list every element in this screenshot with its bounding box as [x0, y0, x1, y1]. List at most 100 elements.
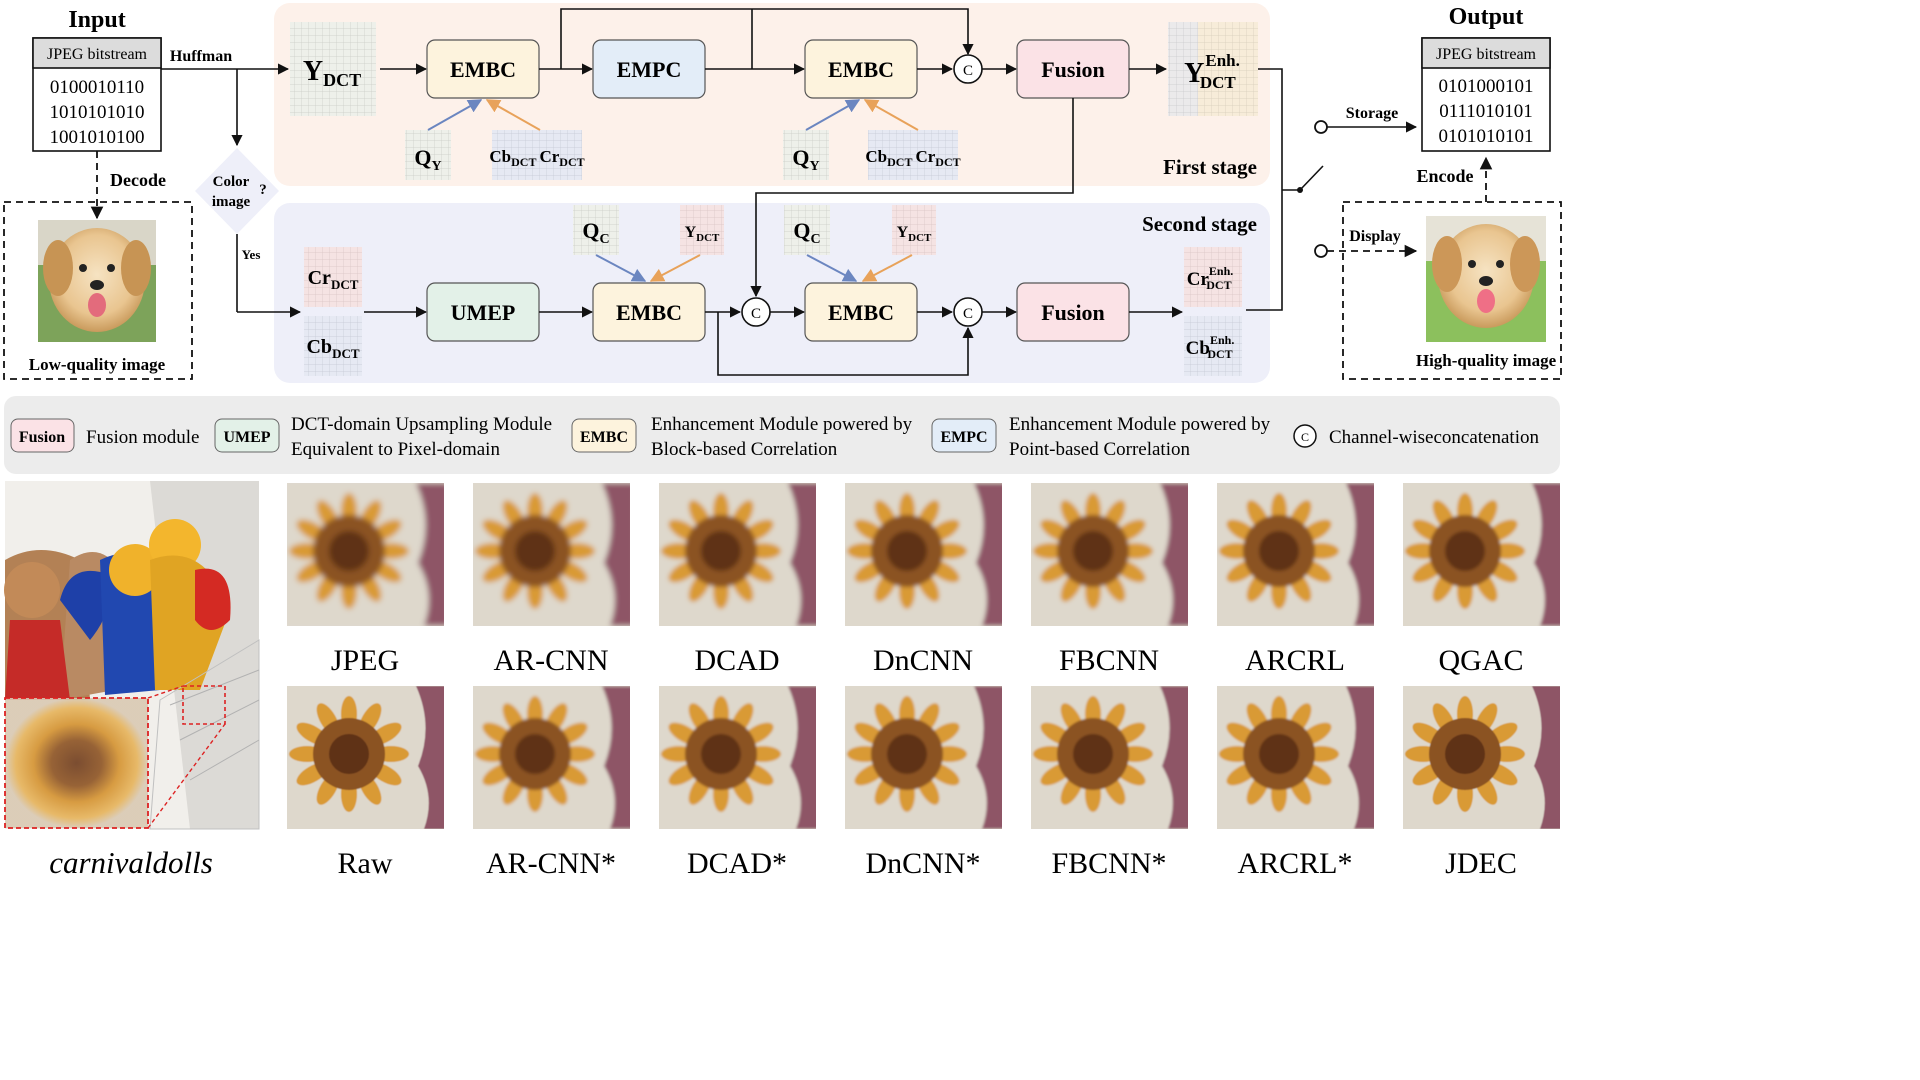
- pipeline-diagram: Input JPEG bitstream 0100010110 10101010…: [3, 3, 1562, 880]
- method-caption: AR-CNN: [493, 644, 608, 677]
- legend-embc-desc: Block-based Correlation: [651, 439, 838, 460]
- crop-dncnn: [845, 483, 1002, 626]
- method-caption: ARCRL*: [1237, 847, 1352, 880]
- crop-arcrl: [1217, 483, 1374, 626]
- embc-label: EMBC: [828, 300, 894, 325]
- empc-label: EMPC: [617, 57, 682, 82]
- concat-symbol: C: [963, 306, 973, 322]
- second-stage-label: Second stage: [1142, 212, 1257, 236]
- method-caption: DCAD: [694, 644, 779, 677]
- embc-label: EMBC: [828, 57, 894, 82]
- legend-embc-desc: Enhancement Module powered by: [651, 414, 913, 435]
- output-bits-line: 0101000101: [1439, 76, 1534, 97]
- carnivaldolls-image: [4, 481, 260, 830]
- qy-label: QY: [414, 145, 441, 174]
- crop-jdec: [1403, 686, 1560, 829]
- output-bits-line: 0111010101: [1439, 101, 1533, 122]
- legend-umep-desc: DCT-domain Upsampling Module: [291, 414, 552, 435]
- method-caption: DCAD*: [687, 847, 787, 880]
- method-caption: FBCNN: [1059, 644, 1159, 677]
- cr-dct-tensor: [304, 247, 362, 307]
- method-caption: FBCNN*: [1051, 847, 1166, 880]
- legend-fusion-swatch: [10, 418, 75, 453]
- input-bitstream-label: JPEG bitstream: [47, 46, 148, 63]
- input-bits-line: 1001010100: [50, 127, 145, 148]
- cbcr-tensor: [868, 130, 958, 180]
- concat-symbol: C: [963, 63, 973, 79]
- high-quality-label: High-quality image: [1416, 351, 1557, 370]
- crop-arcrl-: [1217, 686, 1374, 829]
- crop-fbcnn: [1031, 483, 1188, 626]
- method-caption: JDEC: [1445, 847, 1517, 880]
- ydct-small-tensor: [892, 205, 936, 255]
- qy-tensor: [783, 130, 829, 180]
- legend-empc-desc: Point-based Correlation: [1009, 439, 1190, 460]
- legend-fusion-desc: Fusion module: [86, 427, 199, 448]
- high-quality-frame: [1342, 201, 1562, 380]
- color-image-decision: [195, 148, 279, 234]
- crop-qgac: [1403, 483, 1560, 626]
- ydct-small-label: YDCT: [897, 224, 932, 244]
- input-bits-line: 1010101010: [50, 102, 145, 123]
- input-title: Input: [68, 7, 125, 33]
- crop-ar-cnn-: [473, 686, 630, 829]
- legend-umep-swatch: [214, 418, 280, 453]
- encode-label: Encode: [1416, 166, 1473, 186]
- low-quality-frame: [3, 201, 193, 380]
- output-bits-line: 0101010101: [1439, 126, 1534, 147]
- cb-dct-label: CbDCT: [306, 336, 359, 361]
- qy-tensor: [405, 130, 451, 180]
- legend-concat-tag: C: [1301, 430, 1309, 444]
- legend-empc-tag: EMPC: [940, 429, 987, 446]
- qc-label: QC: [582, 218, 609, 247]
- storage-label: Storage: [1346, 105, 1398, 122]
- method-caption: AR-CNN*: [486, 847, 616, 880]
- legend-fusion-tag: Fusion: [19, 429, 65, 446]
- method-caption: ARCRL: [1245, 644, 1345, 677]
- y-enh-label: YEnh.DCT: [1184, 51, 1240, 92]
- legend-empc-desc: Enhancement Module powered by: [1009, 414, 1271, 435]
- cb-enh-label: CbEnh.DCT: [1186, 333, 1235, 361]
- qc-tensor: [573, 205, 619, 255]
- cbcr-tensor: [492, 130, 582, 180]
- low-quality-label: Low-quality image: [29, 355, 166, 374]
- method-caption: JPEG: [331, 644, 399, 677]
- source-image-caption: carnivaldolls: [49, 845, 213, 880]
- first-stage-label: First stage: [1163, 155, 1257, 179]
- comparison-crops: [287, 483, 1560, 829]
- legend-panel: [4, 396, 1560, 474]
- umep-label: UMEP: [451, 300, 516, 325]
- crop-fbcnn-: [1031, 686, 1188, 829]
- y-dct-tensor: [290, 22, 376, 116]
- cb-enh-tensor: [1184, 316, 1242, 376]
- fusion-label: Fusion: [1041, 57, 1105, 82]
- decode-label: Decode: [110, 170, 166, 190]
- embc-label: EMBC: [616, 300, 682, 325]
- crop-dcad-: [659, 686, 816, 829]
- embc-label: EMBC: [450, 57, 516, 82]
- fusion-label: Fusion: [1041, 300, 1105, 325]
- cr-enh-tensor: [1184, 247, 1242, 307]
- legend-umep-tag: UMEP: [223, 429, 270, 446]
- input-bits-line: 0100010110: [50, 77, 144, 98]
- crop-dcad: [659, 483, 816, 626]
- cb-dct-tensor: [304, 316, 362, 376]
- cr-dct-label: CrDCT: [308, 267, 359, 292]
- concat-symbol: C: [751, 306, 761, 322]
- qc-tensor: [784, 205, 830, 255]
- legend-embc-swatch: [571, 418, 637, 453]
- method-caption: DnCNN: [873, 644, 973, 677]
- qy-label: QY: [792, 145, 819, 174]
- legend-concat-desc: Channel-wiseconcatenation: [1329, 427, 1539, 448]
- decision-line1: Color: [213, 174, 250, 190]
- low-quality-dog-image: [38, 220, 156, 342]
- display-label: Display: [1349, 228, 1401, 245]
- ydct-small-label: YDCT: [685, 224, 720, 244]
- output-title: Output: [1449, 4, 1524, 30]
- method-caption: Raw: [338, 847, 393, 880]
- cr-enh-label: CrEnh.DCT: [1187, 264, 1234, 292]
- high-quality-dog-image: [1426, 216, 1546, 342]
- figure-canvas: { "input": { "title": "Input", "bitstrea…: [3, 3, 1562, 880]
